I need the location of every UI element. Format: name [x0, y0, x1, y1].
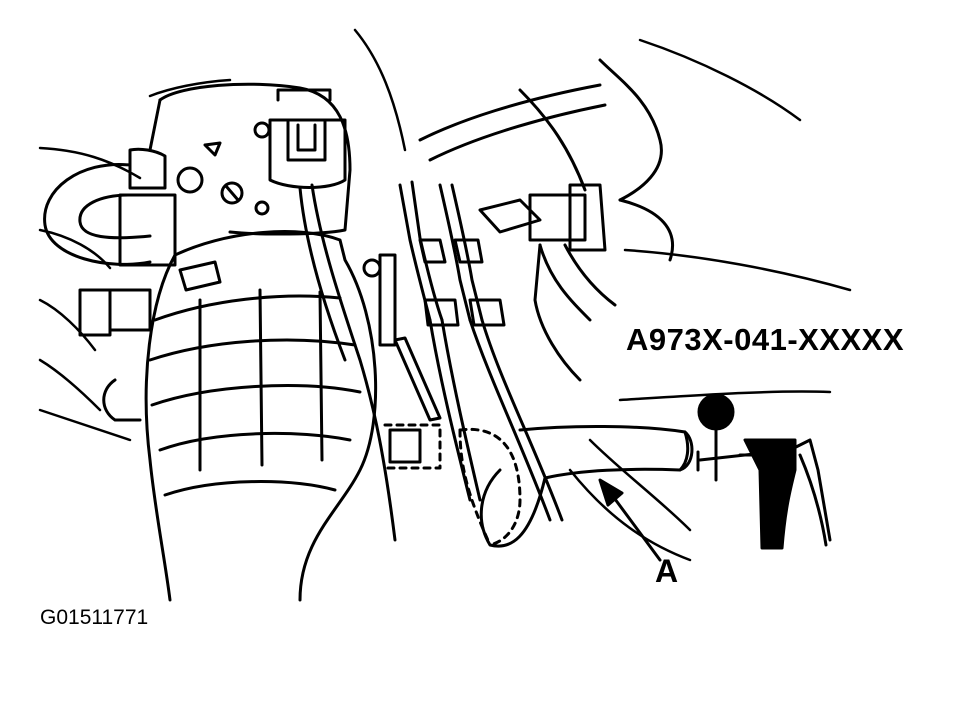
background-contours: [38, 28, 852, 562]
left-hose: [43, 162, 152, 266]
throttle-cables: [393, 180, 564, 522]
intake-duct: [78, 230, 378, 602]
throttle-body: [118, 82, 352, 267]
small-block: [388, 428, 422, 464]
vacuum-hose: [479, 424, 694, 548]
tool-part-number-label: A973X-041-XXXXX: [626, 322, 905, 357]
callout-a-label: A: [655, 553, 679, 589]
valve-assembly: [478, 183, 617, 382]
sensor-connector: [253, 88, 347, 189]
figure-id-label: G01511771: [40, 606, 149, 629]
dashed-outline: [383, 423, 522, 547]
callout-arrow: [598, 478, 662, 562]
vacuum-pump-tool: [696, 393, 832, 550]
upper-right-pipes: [418, 58, 675, 262]
wiring: [298, 183, 397, 542]
